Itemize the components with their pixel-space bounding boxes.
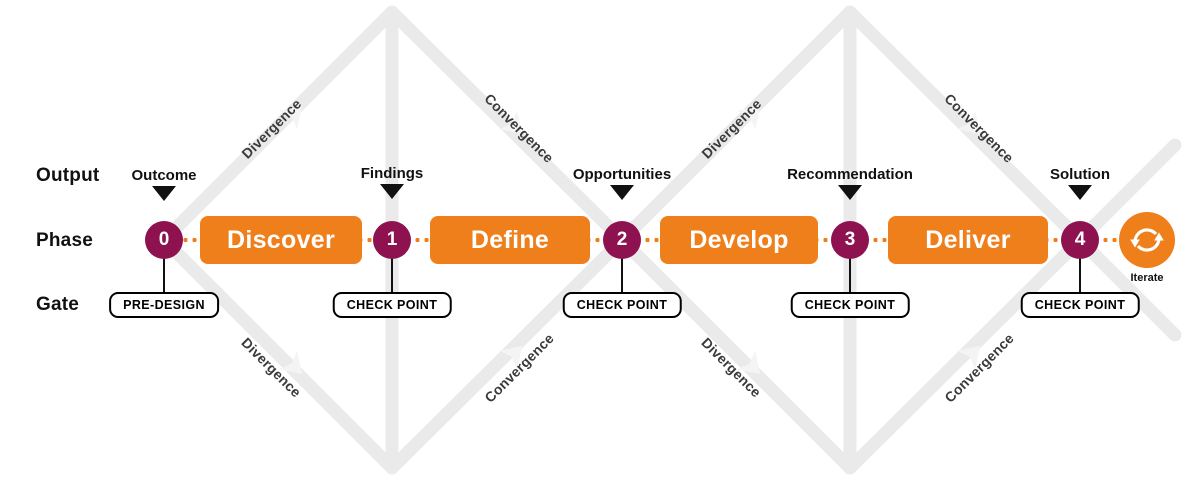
caret-icon-findings [380, 184, 404, 199]
caret-icon-recommendation [838, 185, 862, 200]
flow-arrowheads [278, 105, 981, 375]
row-label-gate: Gate [36, 294, 80, 315]
output-label-opportunities: Opportunities [572, 166, 672, 183]
connector-1-define [386, 238, 438, 242]
connector-2-develop [616, 238, 668, 242]
gate-stem-0 [163, 255, 165, 297]
arrowhead-diverge-top-left [278, 105, 303, 130]
iterate-label: Iterate [1130, 272, 1164, 284]
phase-circle-1[interactable]: 1 [373, 221, 411, 259]
gate-box-pre-design[interactable]: PRE-DESIGN [109, 292, 219, 318]
gate-stem-1 [391, 255, 393, 297]
arrowhead-diverge-top-right [736, 105, 761, 130]
iterate-group[interactable]: Iterate [1119, 212, 1175, 284]
phase-circle-3[interactable]: 3 [831, 221, 869, 259]
gate-box-check-point-3[interactable]: CHECK POINT [790, 292, 910, 318]
output-label-recommendation: Recommendation [787, 166, 913, 183]
output-label-findings: Findings [360, 165, 424, 182]
gate-stem-4 [1079, 255, 1081, 297]
gate-stem-3 [849, 255, 851, 297]
output-label-outcome: Outcome [131, 167, 197, 184]
gate-box-check-point-1[interactable]: CHECK POINT [332, 292, 452, 318]
arrowhead-converge-bottom-left [498, 345, 523, 370]
connector-3-deliver [844, 238, 896, 242]
arrowhead-down [1130, 239, 1140, 248]
caret-icon-outcome [152, 186, 176, 201]
phase-bar-develop[interactable]: Develop [660, 216, 818, 264]
connector-4-iterate [1092, 238, 1128, 242]
phase-bar-deliver[interactable]: Deliver [888, 216, 1048, 264]
arrowhead-diverge-bottom-left [278, 350, 303, 375]
arrowhead-converge-top-left [498, 110, 523, 135]
tail-lower [1073, 233, 1182, 342]
refresh-cycle-icon [1130, 228, 1164, 252]
connector-0-discover [172, 238, 208, 242]
phase-bar-define[interactable]: Define [430, 216, 590, 264]
row-label-output: Output [36, 165, 100, 186]
gate-stem-2 [621, 255, 623, 297]
arrowhead-converge-bottom-right [956, 345, 981, 370]
tail-upper [1073, 138, 1182, 247]
gate-box-check-point-2[interactable]: CHECK POINT [562, 292, 682, 318]
output-label-solution: Solution [1050, 166, 1110, 183]
phase-circle-2[interactable]: 2 [603, 221, 641, 259]
iterate-button[interactable] [1119, 212, 1175, 268]
arrowhead-converge-top-right [956, 110, 981, 135]
phase-circle-0[interactable]: 0 [145, 221, 183, 259]
gate-box-check-point-4[interactable]: CHECK POINT [1020, 292, 1140, 318]
row-label-phase: Phase [36, 230, 93, 251]
phase-bar-discover[interactable]: Discover [200, 216, 362, 264]
phase-circle-4[interactable]: 4 [1061, 221, 1099, 259]
caret-icon-solution [1068, 185, 1092, 200]
arrowhead-up [1154, 232, 1164, 241]
arrowhead-diverge-bottom-right [736, 350, 761, 375]
caret-icon-opportunities [610, 185, 634, 200]
